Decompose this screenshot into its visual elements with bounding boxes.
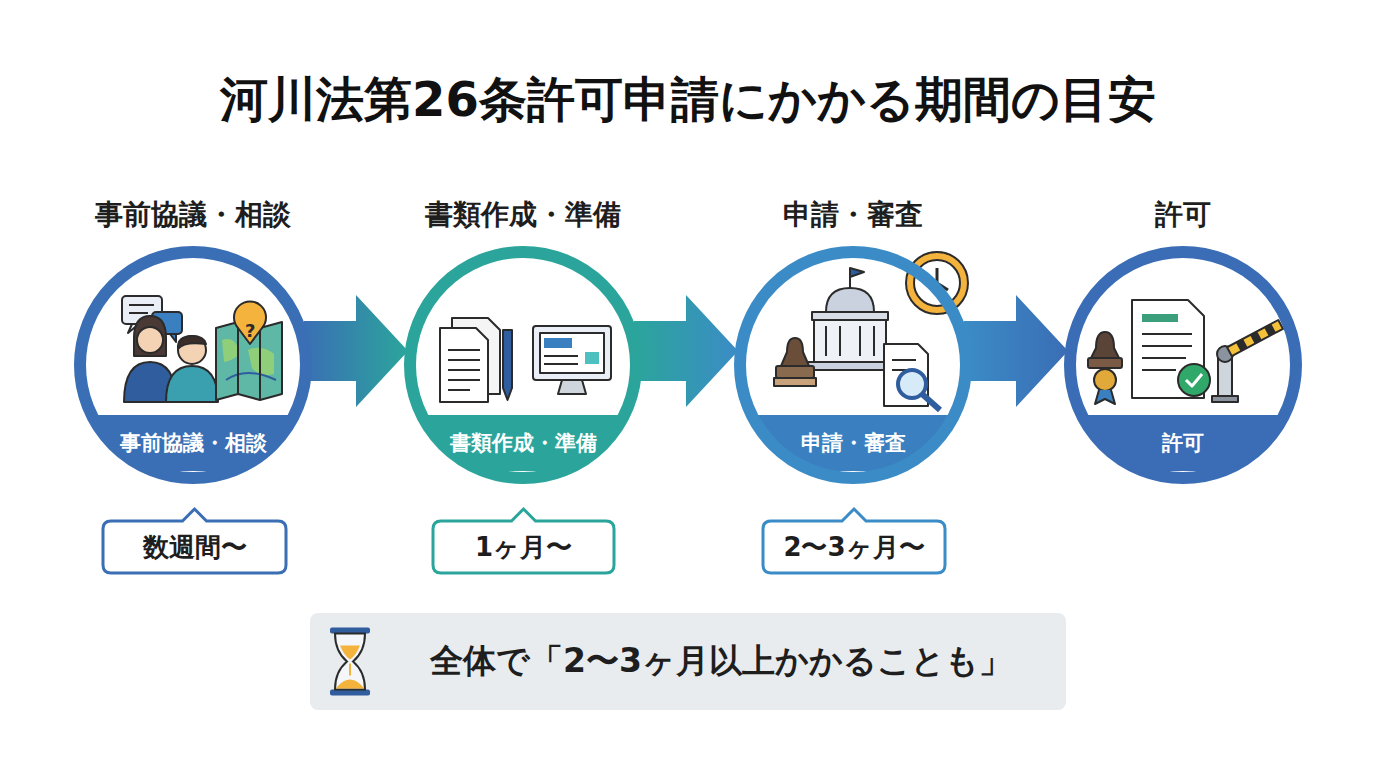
text-wrap: 全体で「2〜3ヶ月以上かかることも」	[430, 639, 1012, 684]
step-circle: 事前協議・相談事前協議・相談	[74, 246, 312, 484]
flow-arrow	[304, 295, 408, 407]
step-heading: 事前協議・相談	[0, 196, 392, 234]
step-heading: 申請・審査	[654, 196, 1052, 234]
summary-text: 全体で「2〜3ヶ月以上かかることも」	[430, 639, 1012, 684]
text-wrap: 1ヶ月〜	[475, 530, 572, 565]
text-wrap: 2〜3ヶ月〜	[783, 530, 924, 565]
step-circle: 書類作成・準備書類作成・準備	[404, 246, 642, 484]
duration-text: 1ヶ月〜	[475, 530, 572, 565]
flow-arrow	[634, 295, 738, 407]
icon-label: ?	[245, 320, 255, 341]
step-label: 許可	[984, 415, 1376, 471]
step-heading: 許可	[984, 196, 1376, 234]
step-heading: 書類作成・準備	[324, 196, 722, 234]
step-circle: 許可許可	[1064, 246, 1302, 484]
duration-callout: 1ヶ月〜	[433, 521, 614, 573]
diagram-title: 河川法第26条許可申請にかかる期間の目安	[0, 68, 1376, 132]
step-label: 申請・審査	[654, 415, 1052, 471]
step-label: 書類作成・準備	[324, 415, 722, 471]
flow-arrow	[964, 295, 1068, 407]
duration-text: 数週間〜	[143, 530, 247, 565]
summary-panel: 全体で「2〜3ヶ月以上かかることも」	[310, 613, 1066, 710]
duration-callout: 数週間〜	[103, 521, 286, 573]
step-label: 事前協議・相談	[0, 415, 392, 471]
text-wrap: 数週間〜	[143, 530, 247, 565]
step-circle: 申請・審査申請・審査	[734, 246, 972, 484]
duration-text: 2〜3ヶ月〜	[783, 530, 924, 565]
duration-callout: 2〜3ヶ月〜	[763, 521, 945, 573]
